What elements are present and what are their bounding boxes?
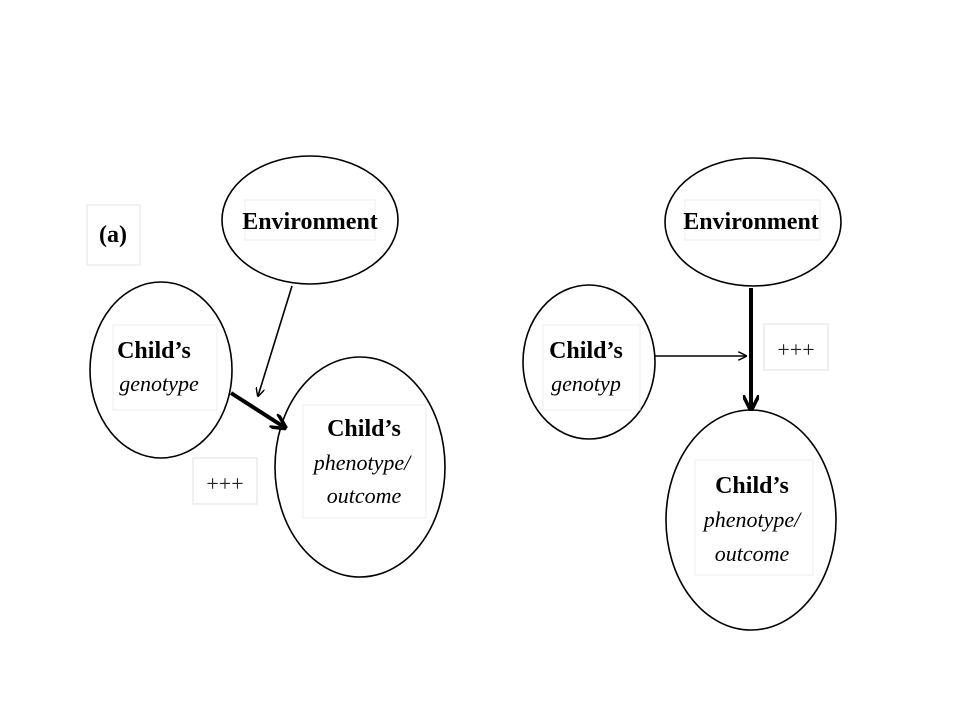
panel-a-genotype-arrow (229, 391, 284, 427)
panel-a-genotype-node (89, 281, 233, 459)
panel-b-phenotype-line2: outcome (715, 541, 790, 566)
panel-a-phenotype-line1: phenotype/ (312, 450, 412, 475)
panel-b-plus-marker: +++ (777, 337, 814, 362)
panel-a-phenotype-textbox (302, 404, 427, 519)
panel-a-plus-marker: +++ (206, 471, 243, 496)
panel-a-genotype-title: Child’s (117, 338, 191, 364)
panel-a-phenotype-node (274, 356, 446, 578)
panel-b-plus-box (763, 323, 829, 371)
panel-a-phenotype-title: Child’s (327, 416, 401, 442)
panel-b-genotype-sub: genotyp (551, 371, 621, 396)
panel-b-environment-label: Environment (683, 209, 819, 235)
panel-b-phenotype-line1: phenotype/ (702, 507, 802, 532)
panel-a-environment-arrow (258, 285, 293, 396)
panel-a-phenotype-line2: outcome (327, 483, 402, 508)
panel-a-environment-label: Environment (242, 209, 378, 235)
panel-a-plus-box (192, 457, 258, 505)
panel-b-genotype-node (522, 284, 656, 440)
panel-b: Environment Child’s genotyp Child’s phen… (522, 157, 842, 631)
panel-b-genotype-title: Child’s (549, 338, 623, 364)
panel-b-environment-node (664, 157, 842, 287)
panel-a-environment-node (221, 155, 399, 285)
panel-a-genotype-textbox (112, 324, 218, 411)
panel-b-phenotype-title: Child’s (715, 473, 789, 499)
panel-a-label: (a) (99, 222, 127, 248)
panel-a-label-box (86, 204, 141, 266)
panel-a-genotype-sub: genotype (119, 371, 199, 396)
panel-b-environment-textbox (684, 199, 821, 241)
panel-a-environment-textbox (244, 199, 376, 241)
panel-a: (a) Environment Child’s genotype Child’s… (86, 155, 446, 578)
panel-b-genotype-textbox (542, 324, 641, 411)
panel-b-phenotype-textbox (694, 459, 814, 576)
